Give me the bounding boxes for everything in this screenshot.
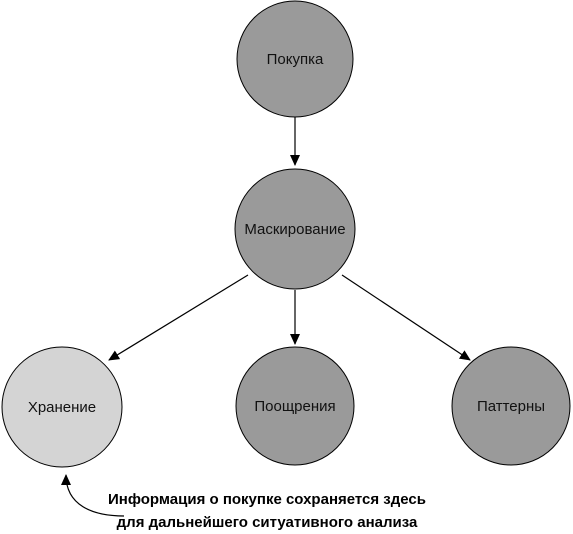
node-rewards-circle xyxy=(235,346,355,466)
node-masking-label: Маскирование xyxy=(244,221,345,238)
node-purchase: Покупка xyxy=(236,0,354,118)
edge-masking-storage xyxy=(108,274,249,361)
node-storage-label: Хранение xyxy=(28,399,96,416)
node-storage: Хранение xyxy=(1,346,123,468)
node-rewards-label: Поощрения xyxy=(254,398,335,415)
node-purchase-circle xyxy=(236,0,354,118)
node-masking: Маскирование xyxy=(234,168,356,290)
node-patterns: Паттерны xyxy=(451,346,571,466)
node-patterns-label: Паттерны xyxy=(477,398,545,415)
node-patterns-circle xyxy=(451,346,571,466)
node-storage-circle xyxy=(1,346,123,468)
node-rewards: Поощрения xyxy=(235,346,355,466)
node-purchase-label: Покупка xyxy=(267,51,324,68)
edge-masking-patterns xyxy=(341,274,471,361)
annotation-line-2: для дальнейшего ситуативного анализа xyxy=(117,514,418,531)
annotation-callout-arrow xyxy=(61,474,125,517)
annotation-line-1: Информация о покупке сохраняется здесь xyxy=(108,491,426,508)
node-masking-circle xyxy=(234,168,356,290)
